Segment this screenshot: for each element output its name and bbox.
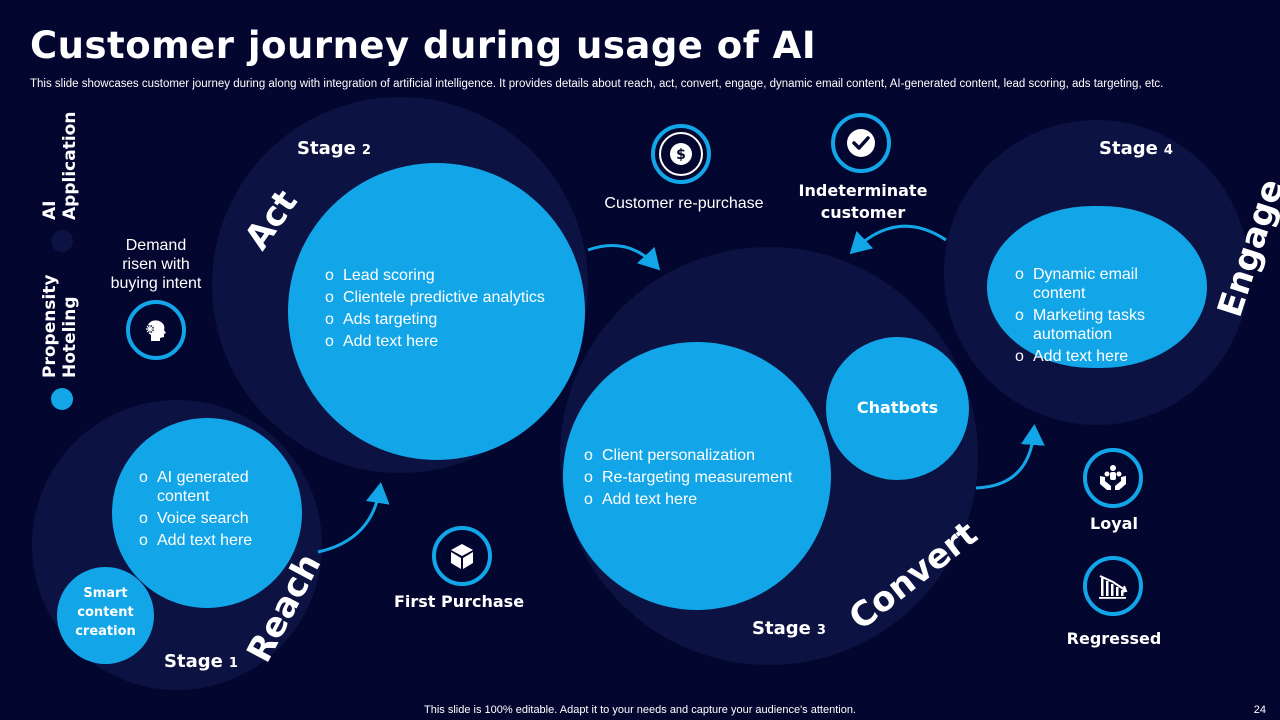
page-subtitle: This slide showcases customer journey du… [30,78,1164,90]
page-title: Customer journey during usage of AI [30,24,817,67]
smart-content-label: Smart content creation [75,586,136,639]
chatbots-label: Chatbots [856,398,939,417]
dollar-coin-icon: $ [651,124,711,184]
check-icon [831,113,891,173]
re-purchase-label: Customer re-purchase [604,195,764,212]
arrow-engage-to-indeterminate [849,224,947,255]
hands-people-icon [1083,448,1143,508]
list-item: Client personalization [584,446,824,465]
legend-propensity-hoteling: Propensity Hoteling [40,274,80,378]
legend-dot-blue [51,388,73,410]
regressed-label: Regressed [1066,629,1162,648]
list-item: Add text here [584,490,824,509]
head-mind-icon [126,300,186,360]
list-item: Add text here [1015,347,1185,366]
legend-ai-application: AI Application [40,111,80,220]
stage4-list: Dynamic email content Marketing tasks au… [1015,265,1185,369]
chatbots-circle [826,337,969,480]
list-item: Clientele predictive analytics [325,288,575,307]
box-icon [432,526,492,586]
loyal-label: Loyal [1090,514,1138,533]
stage1-list: AI generated content Voice search Add te… [139,468,289,553]
list-item: Ads targeting [325,310,575,329]
list-item: Add text here [325,332,575,351]
first-purchase-label: First Purchase [393,592,525,611]
list-item: Lead scoring [325,266,575,285]
footer-note: This slide is 100% editable. Adapt it to… [424,704,856,716]
demand-text: Demand risen with buying intent [110,237,202,292]
indeterminate-label: Indeterminate customer [798,181,928,222]
arrow-convert-to-engage [975,424,1045,490]
list-item: Voice search [139,509,289,528]
declining-chart-icon [1083,556,1143,616]
stage3-list: Client personalization Re-targeting meas… [584,446,824,512]
list-item: Marketing tasks automation [1015,306,1185,344]
arrow-reach-to-act [317,482,390,554]
svg-text:$: $ [676,147,686,163]
legend-dot-dark [51,230,73,252]
page-number: 24 [1253,704,1266,716]
smart-content-circle [57,567,154,664]
list-item: Re-targeting measurement [584,468,824,487]
arrow-act-to-convert [587,244,661,271]
stage2-list: Lead scoring Clientele predictive analyt… [325,266,575,354]
list-item: Add text here [139,531,289,550]
list-item: Dynamic email content [1015,265,1185,303]
list-item: AI generated content [139,468,289,506]
